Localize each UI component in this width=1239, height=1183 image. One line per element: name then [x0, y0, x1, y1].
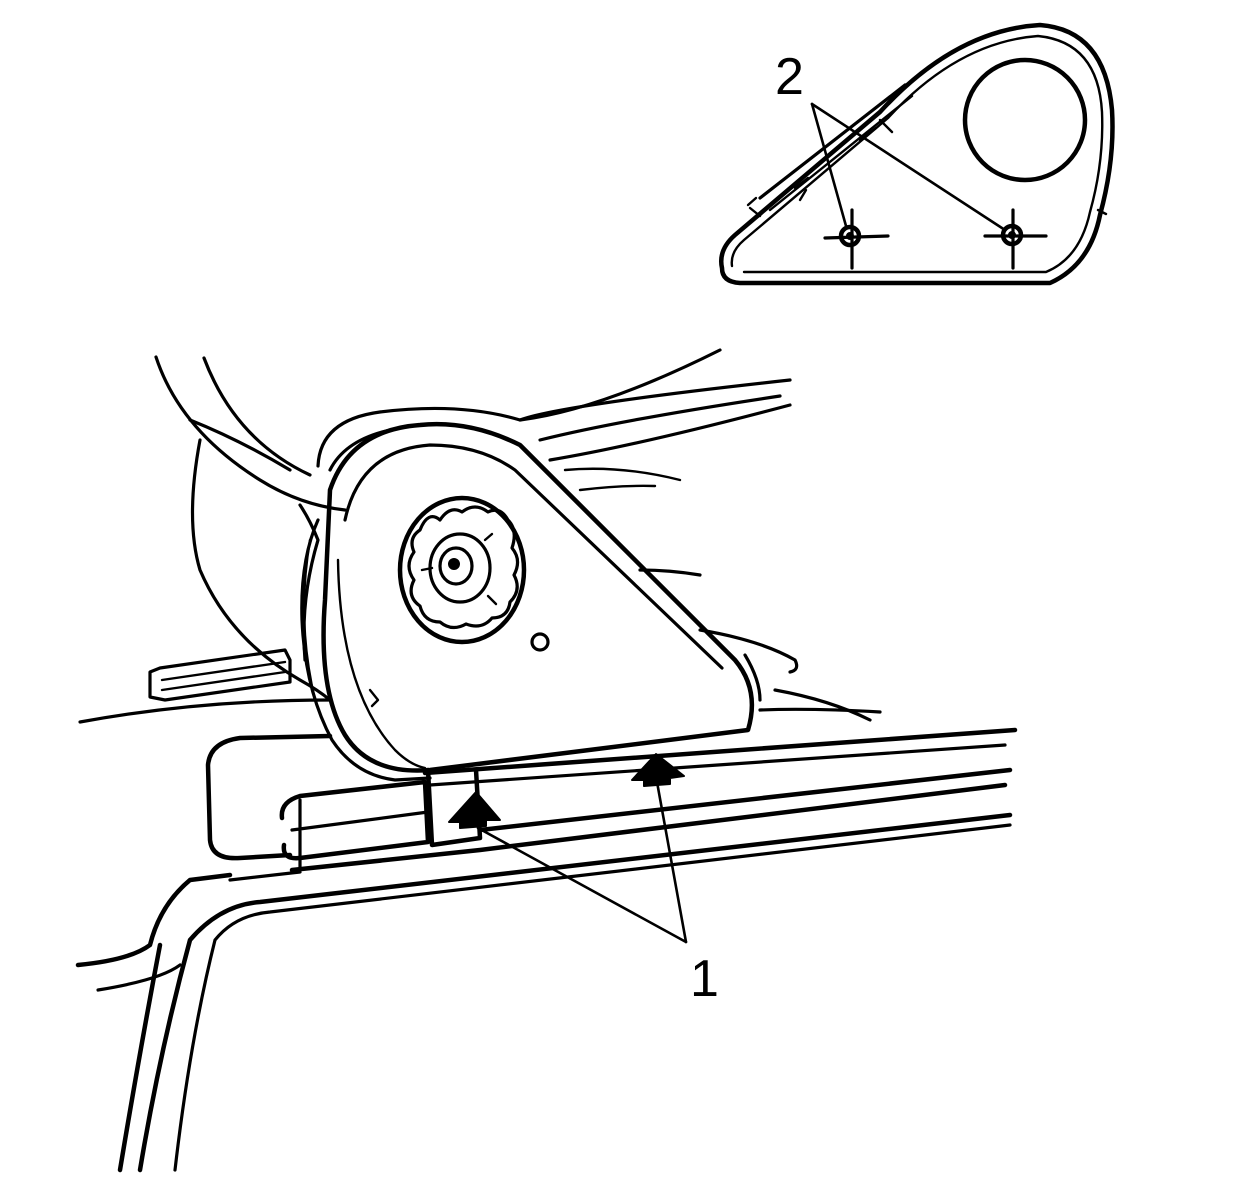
arrow-up-icon-right [631, 753, 685, 787]
inset-screw-right-icon [983, 208, 1048, 270]
seat-upholstery [154, 348, 882, 722]
seat-track-rail [75, 648, 1018, 1173]
callout-1-arrows [448, 753, 685, 829]
inset-pivot-hole [962, 57, 1088, 183]
plate-small-hole [530, 632, 550, 652]
callout-label-1: 1 [690, 950, 719, 1008]
callout-1-leaders [476, 780, 688, 944]
callout-label-2: 2 [775, 48, 804, 106]
callout-2-leaders [810, 102, 1007, 232]
arrow-up-icon-left [448, 791, 501, 829]
recliner-gear-icon [397, 495, 527, 645]
inset-screw-left-icon [823, 208, 890, 270]
recliner-hinge-plate [300, 421, 755, 782]
